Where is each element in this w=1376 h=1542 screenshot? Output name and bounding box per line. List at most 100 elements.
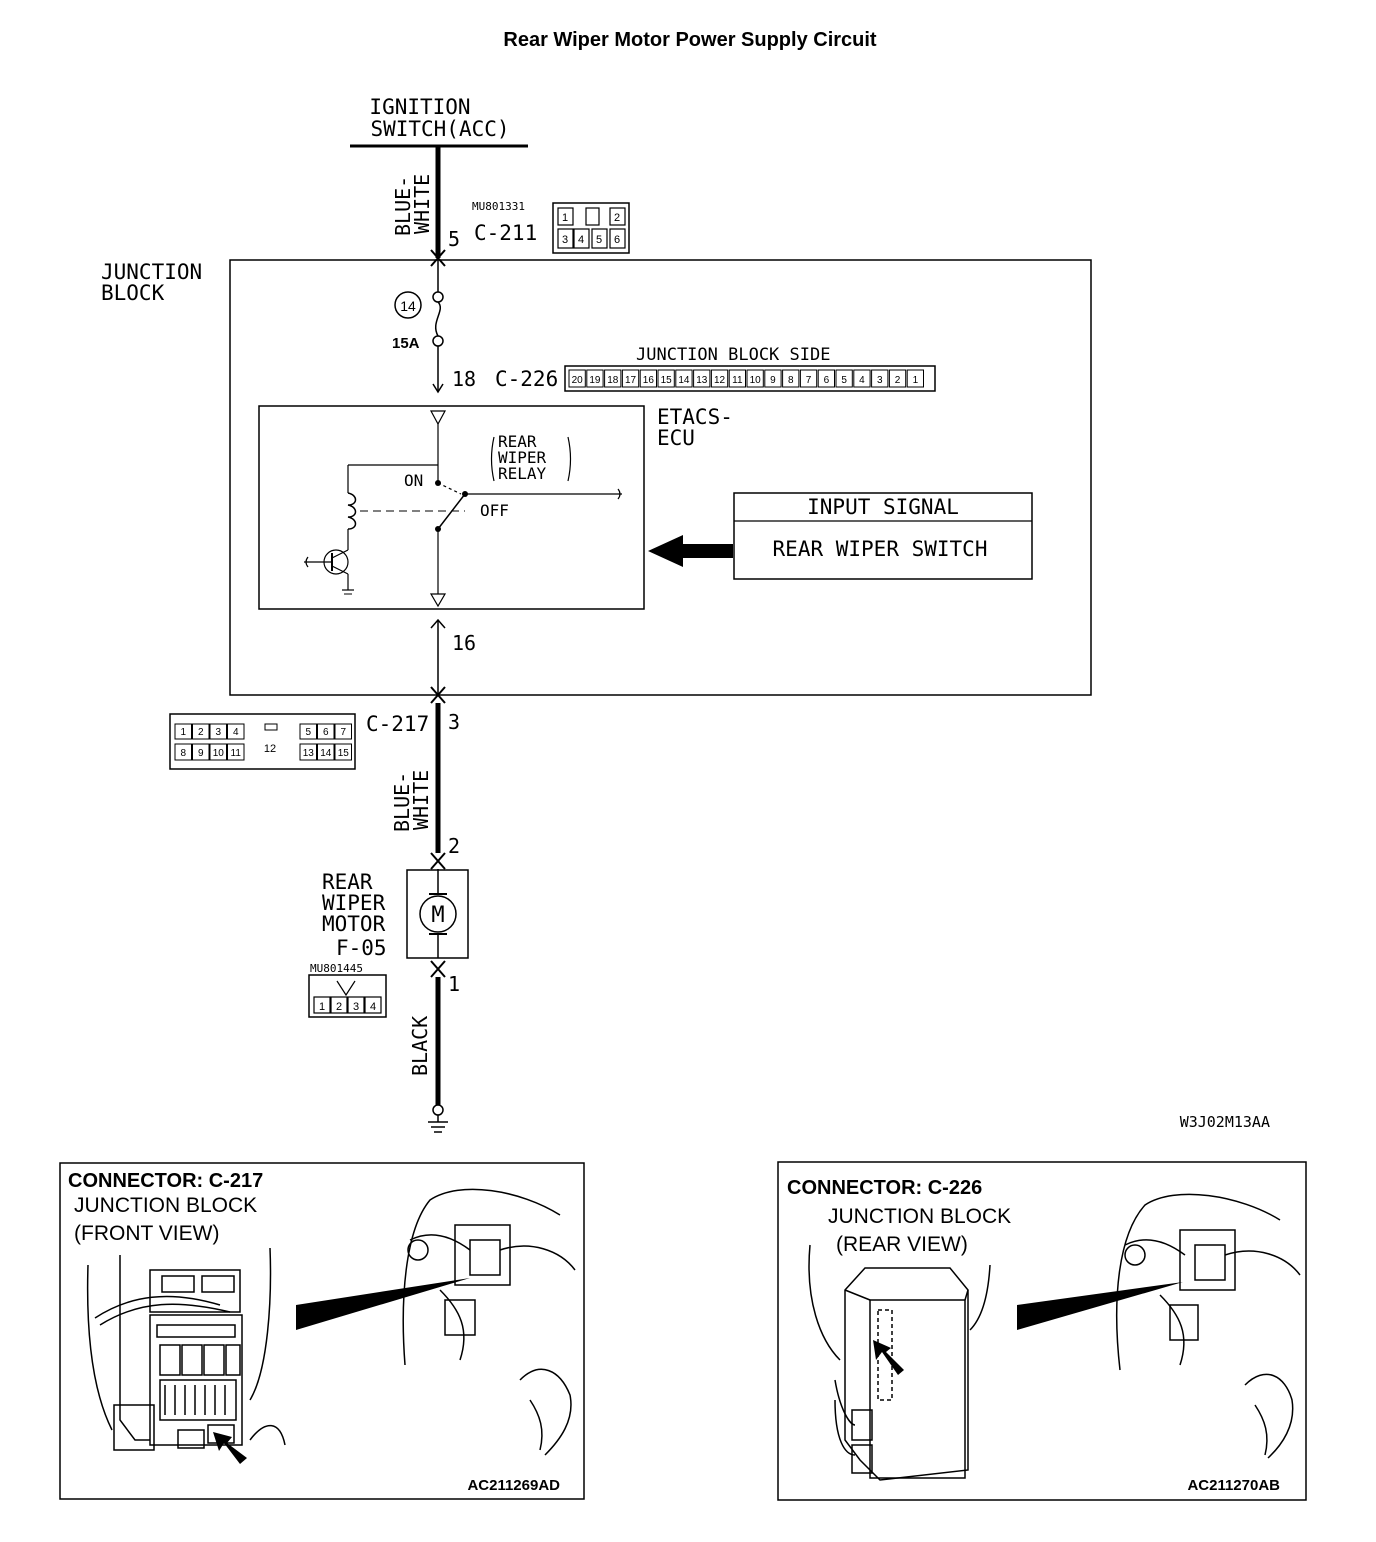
pin-16-label: 16: [452, 631, 476, 655]
c226-cell-15: 15: [661, 375, 673, 386]
junction-block-label-1: JUNCTION: [101, 260, 202, 284]
c217-connector-outline: [169, 713, 356, 770]
relay-off-label: OFF: [480, 501, 509, 520]
c226-cell-13: 13: [696, 375, 708, 386]
panel-right-code: AC211270AB: [1187, 1477, 1280, 1494]
motor-cell-4: 4: [370, 1001, 376, 1013]
c211-part-number: MU801331: [472, 200, 525, 213]
motor-symbol: M: [431, 903, 444, 928]
c226-connector-outline: [564, 365, 936, 392]
c217-cell-14: 14: [320, 748, 332, 759]
c226-cell-9: 9: [770, 375, 776, 386]
ground-terminal: [432, 1104, 444, 1116]
panel-left-title: CONNECTOR: C-217: [68, 1170, 263, 1192]
c217-cell-15: 15: [338, 748, 350, 759]
c226-cell-12: 12: [714, 375, 726, 386]
c226-cell-11: 11: [732, 375, 743, 386]
fuse-element: [435, 301, 441, 337]
c226-name: C-226: [495, 367, 558, 391]
wire-bottom-color: BLACK: [408, 1016, 432, 1076]
input-signal-arrow: [648, 535, 733, 567]
c226-cell-6: 6: [824, 375, 830, 386]
c226-cell-1: 1: [913, 375, 919, 386]
c217-cell-7: 7: [340, 727, 346, 738]
motor-cell-2: 2: [336, 1001, 342, 1013]
motor-arrow-top: [430, 852, 446, 870]
c211-cell-5: 5: [596, 234, 602, 246]
c211-name: C-211: [474, 221, 537, 245]
motor-pin-out: 1: [448, 972, 460, 996]
connector-arrow-c217: [430, 686, 446, 704]
c226-cell-18: 18: [607, 375, 619, 386]
c217-cell-8: 8: [180, 748, 186, 759]
c217-cell-6: 6: [323, 727, 329, 738]
c226-cell-14: 14: [678, 375, 690, 386]
fuse-terminal-top: [432, 291, 444, 303]
junction-block-outline: [229, 259, 1092, 696]
etacs-label-1: ETACS-: [657, 405, 733, 429]
c217-cell-12: 12: [264, 743, 276, 755]
c217-cell-9: 9: [198, 748, 204, 759]
c217-cell-13: 13: [303, 748, 315, 759]
c217-name: C-217: [366, 712, 429, 736]
panel-right-zoom-wedge: [1017, 1282, 1183, 1330]
c217-cell-1: 1: [180, 727, 186, 738]
connector-panel-c226: [777, 1161, 1307, 1501]
diagram-code: W3J02M13AA: [1180, 1113, 1270, 1131]
panel-right-line1: JUNCTION BLOCK: [828, 1205, 1011, 1228]
c217-cell-3: 3: [215, 727, 221, 738]
relay-label-2: WIPER: [498, 448, 547, 467]
c217-cell-10: 10: [213, 748, 225, 759]
motor-cell-3: 3: [353, 1001, 359, 1013]
dashboard-illustration-left: [402, 1188, 576, 1456]
input-signal-header: INPUT SIGNAL: [807, 495, 959, 519]
diagram-title: Rear Wiper Motor Power Supply Circuit: [503, 29, 877, 51]
motor-label-1: REAR: [322, 870, 373, 894]
c211-cell-2: 2: [614, 212, 620, 224]
connector-arrow-c211: [430, 249, 446, 267]
fuse-terminal-bottom: [432, 335, 444, 347]
c211-cell-6: 6: [614, 234, 620, 246]
panel-right-pointer-arrow: [873, 1340, 904, 1375]
c217-cell-2: 2: [198, 727, 204, 738]
fuse-rating: 15A: [392, 335, 420, 352]
c226-cell-4: 4: [859, 375, 865, 386]
wire-top-color-2: WHITE: [410, 174, 434, 234]
panel-left-line2: (FRONT VIEW): [74, 1222, 219, 1245]
ecu-output-terminal: [429, 593, 447, 608]
c211-cell-4: 4: [578, 234, 584, 246]
c226-pin: 18: [452, 367, 476, 391]
c211-pin: 5: [448, 227, 460, 251]
c217-cell-5: 5: [305, 727, 311, 738]
etacs-label-2: ECU: [657, 426, 695, 450]
fuse-number-circle: [394, 291, 422, 319]
c226-cell-16: 16: [643, 375, 655, 386]
motor-code: F-05: [336, 936, 387, 960]
c217-cell-11: 11: [231, 748, 242, 759]
motor-pin-in: 2: [448, 834, 460, 858]
panel-left-zoom-wedge: [296, 1278, 470, 1330]
input-signal-box: [733, 492, 1033, 580]
etacs-ecu-box: [258, 405, 645, 610]
c226-cell-19: 19: [589, 375, 601, 386]
input-signal-item: REAR WIPER SWITCH: [773, 537, 988, 561]
c226-arrow: [432, 383, 444, 394]
motor-part-number: MU801445: [310, 962, 363, 975]
c226-cell-7: 7: [806, 375, 812, 386]
c226-cell-8: 8: [788, 375, 794, 386]
motor-label-3: MOTOR: [322, 912, 386, 936]
dashboard-illustration-right: [1115, 1193, 1301, 1459]
panel-left-code: AC211269AD: [467, 1477, 560, 1494]
motor-cell-1: 1: [319, 1001, 325, 1013]
junction-block-rear-illustration: [808, 1244, 991, 1481]
motor-connector-outline: [308, 974, 387, 1018]
relay-label-3: RELAY: [498, 464, 547, 483]
c211-cell-3: 3: [562, 234, 568, 246]
junction-block-label-2: BLOCK: [101, 281, 165, 305]
relay-on-label: ON: [404, 471, 423, 490]
c226-cell-5: 5: [841, 375, 847, 386]
wire-mid-color-2: WHITE: [409, 770, 433, 830]
ignition-label-2: SWITCH(ACC): [370, 117, 509, 141]
